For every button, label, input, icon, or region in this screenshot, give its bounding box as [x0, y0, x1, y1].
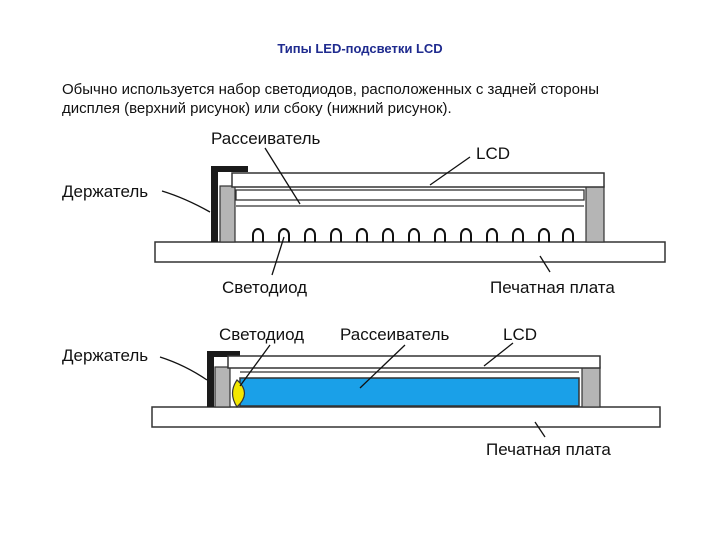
top-lcd-panel [231, 172, 605, 188]
description: Обычно используется набор светодиодов, р… [62, 80, 682, 118]
top-led [434, 228, 446, 242]
bottom-frame-left [214, 366, 231, 408]
top-led [562, 228, 574, 242]
bottom-label-diffuser: Рассеиватель [340, 325, 450, 344]
top-leader-lcd [429, 156, 471, 186]
top-leader-pcb [539, 255, 551, 273]
top-label-lcd: LCD [476, 144, 510, 163]
top-led [460, 228, 472, 242]
bottom-leader-lcd [483, 342, 514, 367]
top-frame-left [219, 185, 236, 243]
bottom-frame-right [581, 366, 601, 408]
bottom-label-led: Светодиод [219, 325, 304, 344]
top-led [538, 228, 550, 242]
bottom-leader-pcb [534, 421, 546, 438]
top-led-row [252, 228, 574, 242]
top-leader-led [271, 236, 285, 276]
top-label-led: Светодиод [222, 278, 307, 297]
bottom-light-guide [239, 377, 580, 407]
top-label-diffuser: Рассеиватель [211, 129, 321, 148]
top-diffuser [235, 189, 585, 201]
top-led [356, 228, 368, 242]
top-led [512, 228, 524, 242]
bottom-side-led [231, 379, 246, 408]
top-led [486, 228, 498, 242]
top-leader-holder [161, 190, 211, 213]
top-led [252, 228, 264, 242]
bottom-leader-diffuser [359, 344, 406, 389]
top-led [382, 228, 394, 242]
top-led [408, 228, 420, 242]
bottom-leader-led [239, 344, 271, 387]
bottom-label-lcd: LCD [503, 325, 537, 344]
edge-backlight-diagram: Светодиод Рассеиватель LCD Держатель Печ… [62, 325, 661, 459]
description-line-2: дисплея (верхний рисунок) или сбоку (ниж… [62, 100, 452, 117]
description-line-1: Обычно используется набор светодиодов, р… [62, 81, 599, 98]
bottom-pcb [151, 406, 661, 428]
top-leader-diffuser [264, 147, 301, 205]
top-label-pcb: Печатная плата [490, 278, 615, 297]
top-led [304, 228, 316, 242]
top-led [278, 228, 290, 242]
bottom-lcd-panel [227, 355, 601, 369]
top-led [330, 228, 342, 242]
top-label-holder: Держатель [62, 182, 148, 201]
top-frame-right [585, 185, 605, 243]
page-title: Типы LED-подсветки LCD [277, 41, 443, 56]
direct-backlight-diagram: Рассеиватель LCD Держатель Светодиод Печ… [62, 129, 666, 297]
bottom-leader-holder [159, 356, 208, 381]
top-holder [211, 166, 248, 242]
top-pcb [154, 241, 666, 263]
bottom-label-pcb: Печатная плата [486, 440, 611, 459]
bottom-label-holder: Держатель [62, 346, 148, 365]
